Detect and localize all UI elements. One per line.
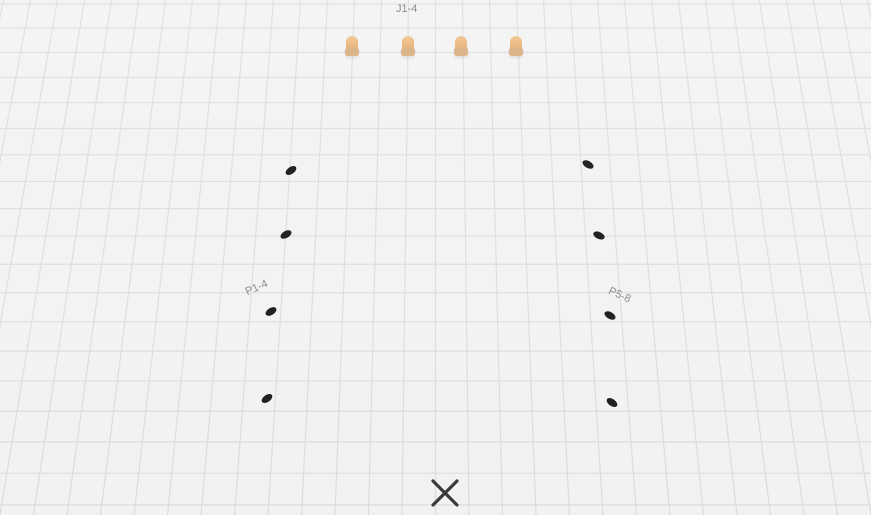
close-button[interactable]	[428, 476, 462, 510]
judge-seat[interactable]	[454, 36, 468, 58]
judge-seat[interactable]	[401, 36, 415, 58]
judge-seat[interactable]	[509, 36, 523, 58]
close-icon	[428, 476, 462, 510]
judge-seat[interactable]	[345, 36, 359, 58]
judges-label: J1-4	[396, 4, 417, 15]
